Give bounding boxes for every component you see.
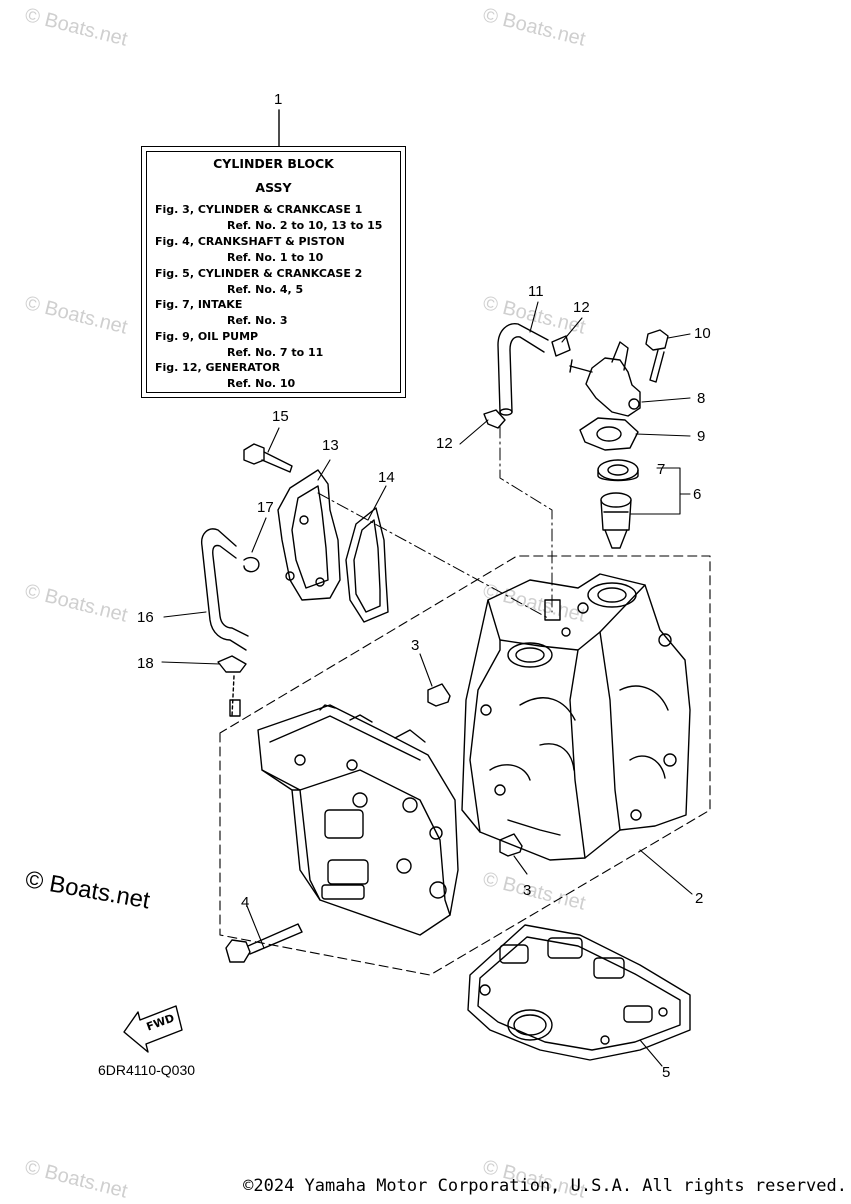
legend-line: Fig. 3, CYLINDER & CRANKCASE 1 <box>155 203 363 216</box>
callout-6[interactable]: 6 <box>693 486 702 503</box>
callout-15[interactable]: 15 <box>272 408 289 425</box>
oil-pump <box>569 341 641 417</box>
cylinder-block <box>461 573 691 861</box>
callout-17[interactable]: 17 <box>257 499 274 516</box>
legend-line: Ref. No. 2 to 10, 13 to 15 <box>227 219 383 232</box>
callout-5[interactable]: 5 <box>662 1064 671 1081</box>
callout-16[interactable]: 16 <box>137 609 154 626</box>
hose-clip-12 <box>483 335 571 429</box>
legend-line: Ref. No. 7 to 11 <box>227 346 324 359</box>
reference-legend: CYLINDER BLOCK ASSY Fig. 3, CYLINDER & C… <box>141 146 406 398</box>
callout-12[interactable]: 12 <box>436 435 453 452</box>
gasket <box>467 924 691 1061</box>
hose-11 <box>497 323 549 416</box>
cover-gasket-14 <box>345 507 389 623</box>
pump-gasket <box>579 417 639 451</box>
legend-line: Ref. No. 10 <box>227 377 296 390</box>
clip-17 <box>243 556 260 573</box>
legend-line: Fig. 12, GENERATOR <box>155 361 281 374</box>
legend-line: Fig. 5, CYLINDER & CRANKCASE 2 <box>155 267 363 280</box>
callout-10[interactable]: 10 <box>694 325 711 342</box>
callout-1[interactable]: 1 <box>274 91 283 108</box>
callout-14[interactable]: 14 <box>378 469 395 486</box>
assembly-outline <box>219 555 711 976</box>
legend-line: Fig. 4, CRANKSHAFT & PISTON <box>155 235 345 248</box>
legend-line: Ref. No. 3 <box>227 314 288 327</box>
thermostat <box>600 492 632 549</box>
diagram-code: 6DR4110-Q030 <box>98 1062 196 1078</box>
callout-4[interactable]: 4 <box>241 894 250 911</box>
callout-leaders <box>161 301 693 1067</box>
bolt-10 <box>645 329 669 383</box>
callout-3[interactable]: 3 <box>523 882 532 899</box>
callout-7[interactable]: 7 <box>657 461 666 478</box>
callout-12[interactable]: 12 <box>573 299 590 316</box>
bolt-4 <box>225 923 303 963</box>
callout-8[interactable]: 8 <box>697 390 706 407</box>
callout-13[interactable]: 13 <box>322 437 339 454</box>
legend-line: Ref. No. 1 to 10 <box>227 251 324 264</box>
reference-lines <box>317 425 553 619</box>
legend-title: CYLINDER BLOCK <box>213 156 334 171</box>
legend-subtitle: ASSY <box>255 180 292 195</box>
bolt-15 <box>243 443 293 473</box>
callout-2[interactable]: 2 <box>695 890 704 907</box>
legend-line: Fig. 7, INTAKE <box>155 298 243 311</box>
legend-inner-frame <box>146 151 401 393</box>
oil-seal <box>597 459 639 482</box>
copyright-notice: ©2024 Yamaha Motor Corporation, U.S.A. A… <box>243 1176 847 1196</box>
callout-18[interactable]: 18 <box>137 655 154 672</box>
legend-line: Fig. 9, OIL PUMP <box>155 330 259 343</box>
crankcase <box>257 704 459 936</box>
hose-16 <box>201 528 249 651</box>
clip-18 <box>217 655 247 717</box>
callout-3[interactable]: 3 <box>411 637 420 654</box>
callout-9[interactable]: 9 <box>697 428 706 445</box>
legend-line: Ref. No. 4, 5 <box>227 283 304 296</box>
dowel-sleeve <box>427 683 523 857</box>
fwd-arrow <box>123 1005 183 1053</box>
callout-11[interactable]: 11 <box>528 283 544 300</box>
cover-13 <box>277 469 341 601</box>
